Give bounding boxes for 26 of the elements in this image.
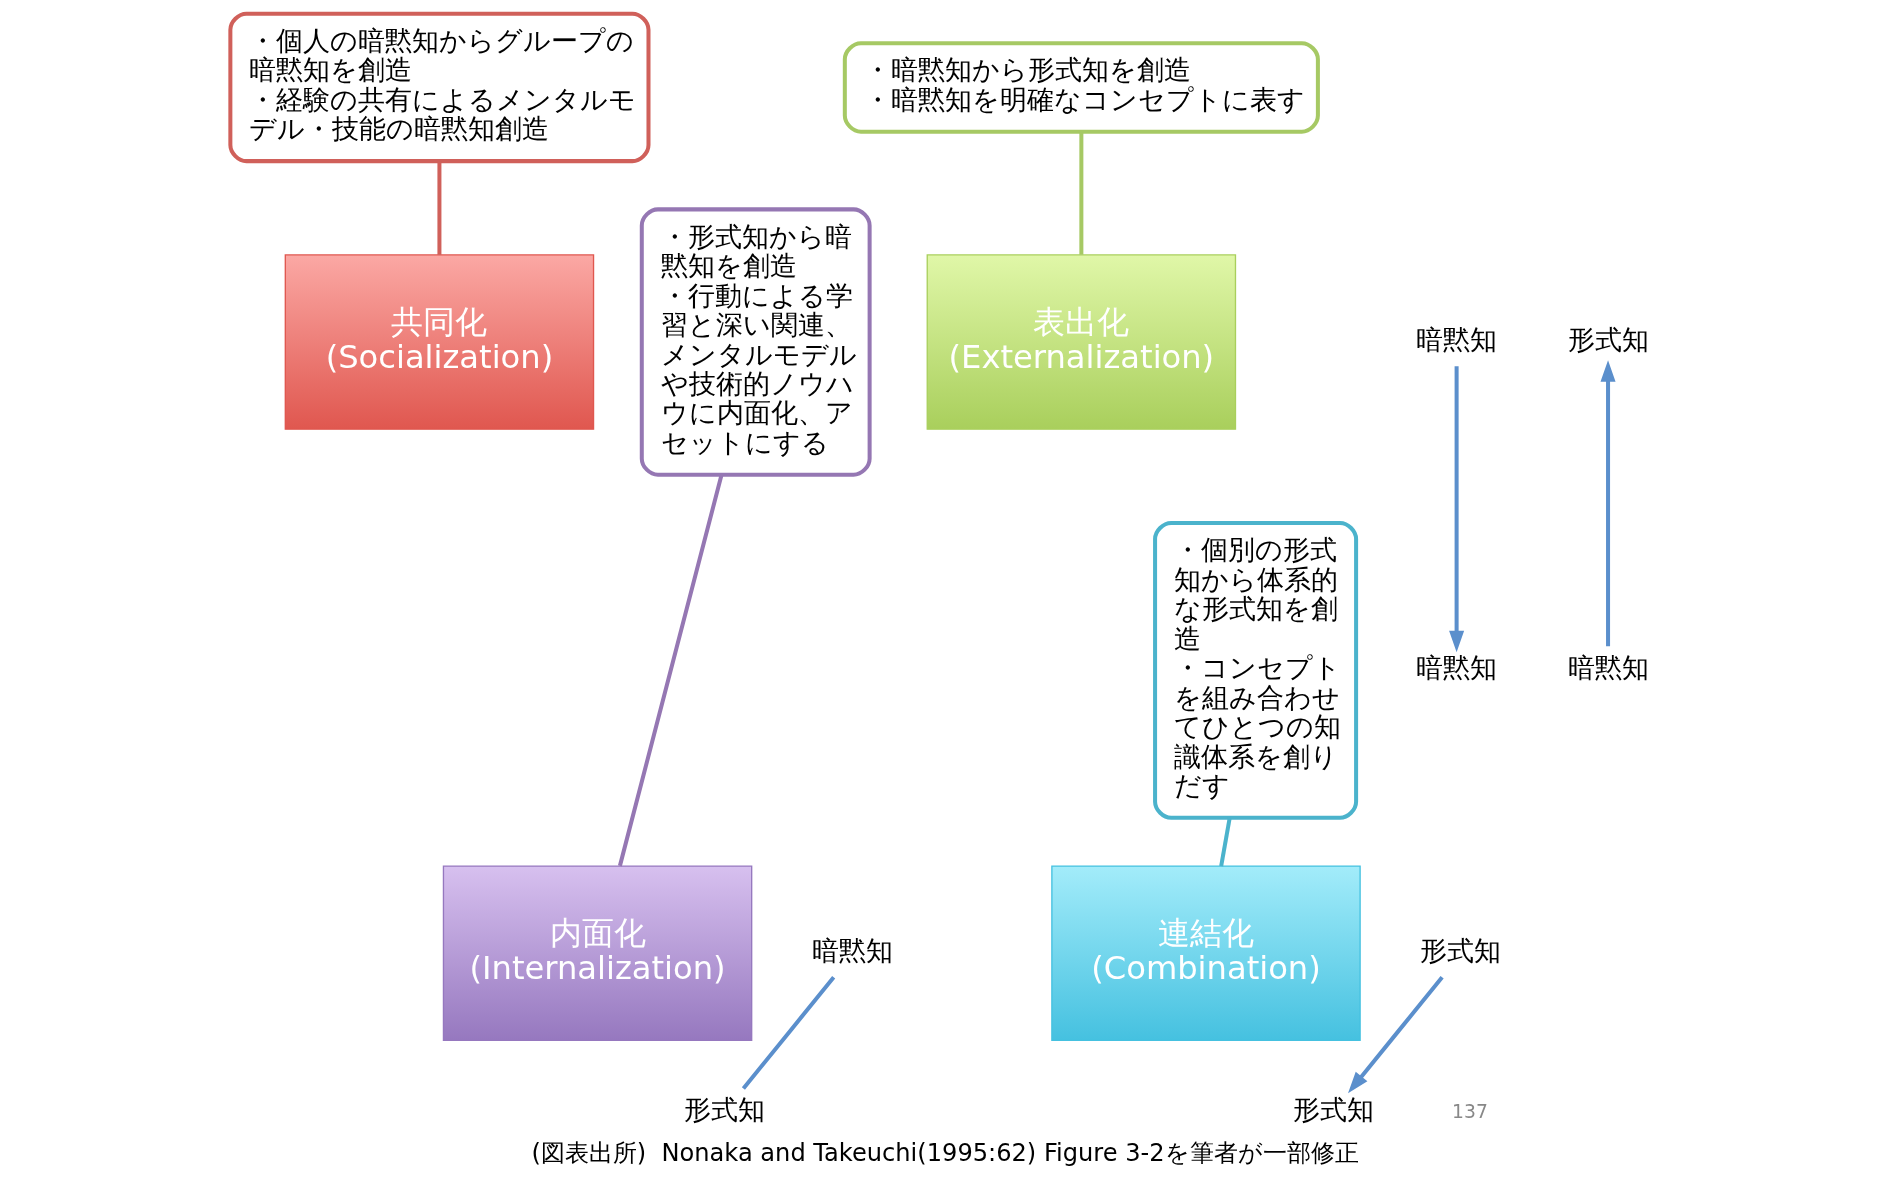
node-box: 連結化 (Combination) <box>1051 865 1361 1041</box>
node-text: 形式知 <box>1567 323 1649 355</box>
node-text: 形式知 <box>684 1094 766 1126</box>
arrow <box>1449 366 1465 653</box>
node-text: 形式知 <box>1420 934 1502 966</box>
label: 137 <box>1452 1100 1488 1122</box>
node-box: ・暗黙知から形式知を創造 ・暗黙知を明確なコンセプトに表す <box>842 41 1320 134</box>
node-text: 暗黙知 <box>811 934 893 966</box>
node-box: 表出化 (Externalization) <box>926 254 1237 430</box>
node-text: 形式知 <box>1292 1094 1374 1126</box>
node-box: ・形式知から暗黙知を創造 ・行動による学習と深い関連、メンタルモデルや技術的ノウハウに内面化、アセットにする <box>639 207 872 477</box>
arrow <box>1600 360 1616 647</box>
connector <box>1219 817 1232 867</box>
arrow <box>1348 976 1444 1094</box>
connector <box>617 474 724 867</box>
node-box: ・個別の形式知から体系的な形式知を創造 ・コンセプトを組み合わせてひとつの知識体系を創りだす <box>1153 520 1359 820</box>
caption: (図表出所) Nonaka and Takeuchi(1995:62) Figure 3-2を筆者が一部修正 <box>531 1139 1359 1168</box>
node-text: 暗黙知 <box>1567 652 1649 684</box>
node-box: ・個人の暗黙知からグループの暗黙知を創造 ・経験の共有によるメンタルモデル・技能の暗黙知創造 <box>228 11 651 164</box>
connector <box>437 161 442 255</box>
node-box: 共同化 (Socialization) <box>284 254 595 430</box>
connector <box>741 976 836 1090</box>
node-text: 暗黙知 <box>1416 652 1498 684</box>
node-box: 内面化 (Internalization) <box>442 865 753 1041</box>
node-text: 暗黙知 <box>1416 323 1498 355</box>
connector <box>1079 132 1084 255</box>
